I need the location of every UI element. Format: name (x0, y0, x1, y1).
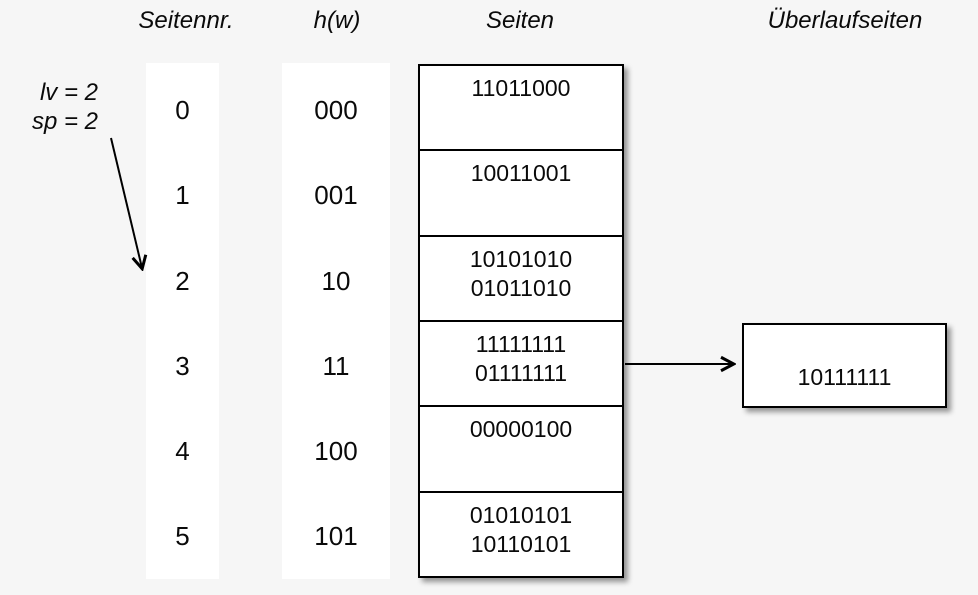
page-number-label: 3 (175, 351, 190, 381)
page-number-label: 5 (175, 521, 190, 551)
split-pointer-annotation: sp = 2 (31, 108, 98, 135)
page-number-label: 4 (175, 436, 190, 466)
overflow-page-box: 10111111 (742, 323, 947, 408)
column-header-hash-function: h(w) (313, 7, 361, 34)
column-header-seiten: Seiten (485, 7, 555, 34)
split-pointer-arrow (110, 137, 142, 268)
page-number-label: 0 (175, 95, 190, 125)
pages-table: 11011000 10011001 10101010 01011010 1111… (418, 64, 624, 578)
page-cell: 11111111 01111111 (420, 322, 622, 408)
page-cell: 11011000 (420, 66, 622, 152)
page-cell: 00000100 (420, 407, 622, 493)
hash-value-label: 100 (314, 436, 358, 466)
hash-value-label: 10 (321, 266, 351, 296)
hash-value-label: 11 (322, 351, 350, 381)
column-header-ueberlaufseiten: Überlaufseiten (767, 7, 923, 34)
page-number-label: 2 (175, 266, 190, 296)
page-number-label: 1 (175, 180, 190, 210)
overflow-page-value: 10111111 (797, 364, 892, 390)
hash-value-label: 101 (314, 521, 358, 551)
hash-column-background (282, 63, 390, 579)
state-annotation: lv = 2 sp = 2 (16, 78, 98, 136)
seitennr-column-background (146, 63, 219, 579)
page-cell: 01010101 10110101 (469, 501, 573, 557)
page-cell: 10011001 (420, 151, 622, 237)
level-annotation: lv = 2 (39, 79, 98, 106)
page-cell: 10101010 01011010 (420, 237, 622, 322)
hash-value-label: 001 (314, 180, 358, 210)
hash-value-label: 000 (314, 95, 358, 125)
column-header-seitennr: Seitennr. (138, 7, 234, 34)
